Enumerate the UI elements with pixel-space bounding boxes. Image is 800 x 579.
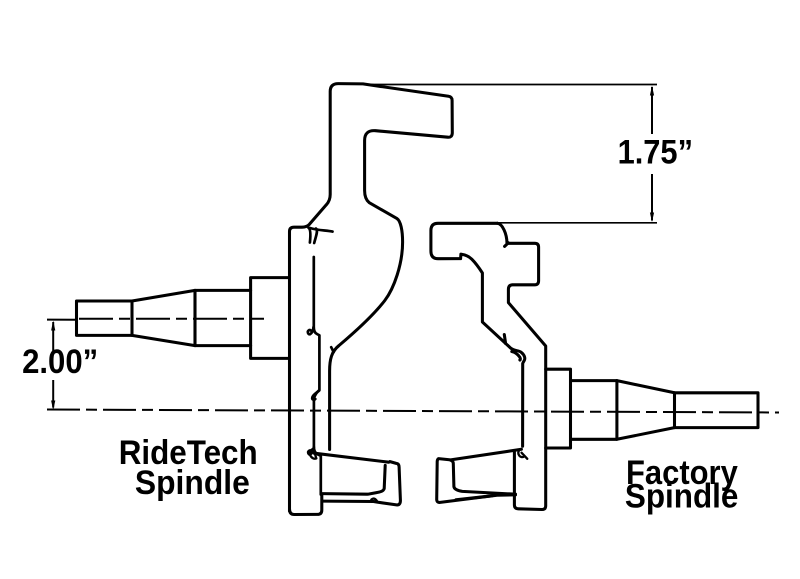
svg-text:Spindle: Spindle [135,464,250,502]
svg-text:Spindle: Spindle [625,478,739,516]
svg-text:Factory: Factory [626,454,738,492]
svg-text:1.75”: 1.75” [618,133,693,171]
svg-text:RideTech: RideTech [119,434,258,472]
svg-text:2.00”: 2.00” [22,343,98,381]
